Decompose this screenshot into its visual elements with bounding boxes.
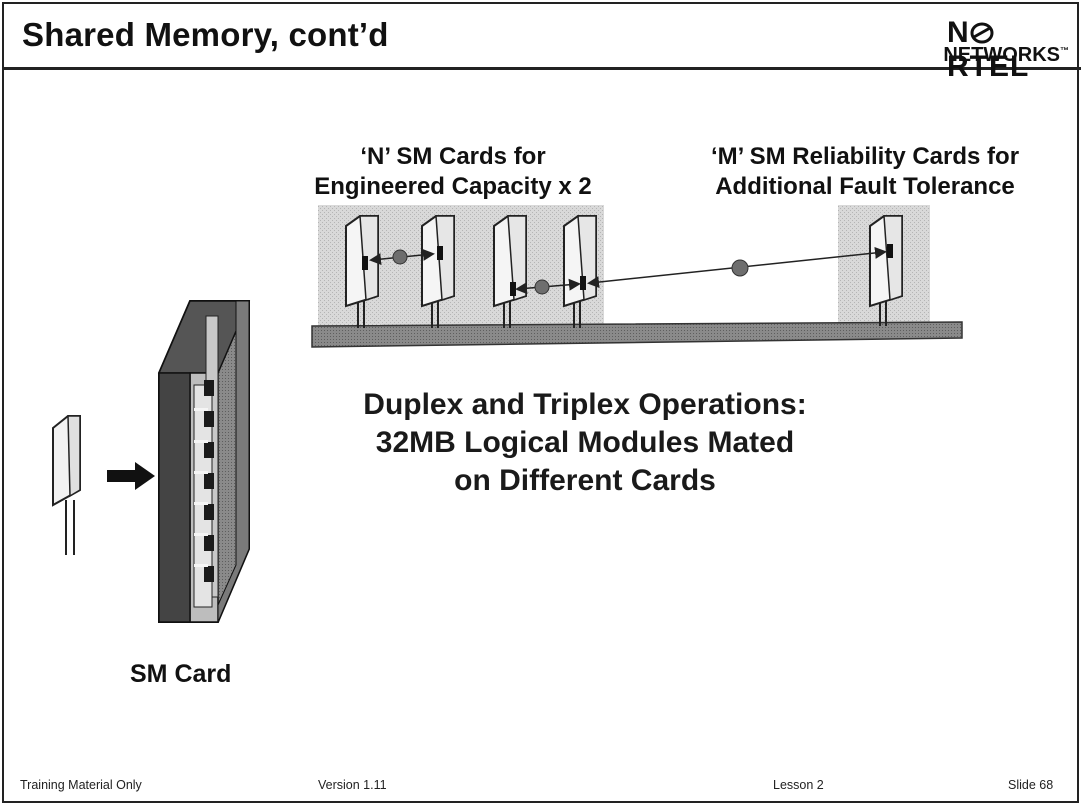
- m-cards-label: ‘M’ SM Reliability Cards for Additional …: [710, 143, 1020, 200]
- sm-card-label: SM Card: [130, 660, 232, 688]
- sm-card-shelf: [157, 300, 251, 623]
- logo-subtext: NETWORKS™: [943, 44, 1069, 66]
- backplane-bar: [311, 321, 963, 348]
- n-cards-label: ‘N’ SM Cards for Engineered Capacity x 2: [314, 143, 592, 200]
- footer-slide-number: Slide 68: [1008, 778, 1054, 792]
- operations-caption: Duplex and Triplex Operations: 32MB Logi…: [363, 388, 807, 497]
- title-bar: Shared Memory, cont’d NRTEL NETWORKS™: [4, 4, 1081, 83]
- footer-version: Version 1.11: [318, 778, 387, 792]
- mate-link-1-2: [369, 248, 435, 266]
- nortel-logo: NRTEL NETWORKS™: [855, 14, 1075, 83]
- insert-arrow-icon: [107, 462, 155, 490]
- small-card: [52, 415, 81, 555]
- sm-card-2: [421, 215, 455, 328]
- footer-lesson: Lesson 2: [773, 778, 824, 792]
- logo-wordmark: NRTEL: [947, 16, 1030, 83]
- logo-globe-icon: [970, 22, 994, 44]
- mate-link-3-4: [515, 278, 581, 295]
- mate-link-4-reliability: [587, 246, 887, 289]
- slide-title: Shared Memory, cont’d: [22, 16, 389, 53]
- footer-training-notice: Training Material Only: [20, 778, 142, 792]
